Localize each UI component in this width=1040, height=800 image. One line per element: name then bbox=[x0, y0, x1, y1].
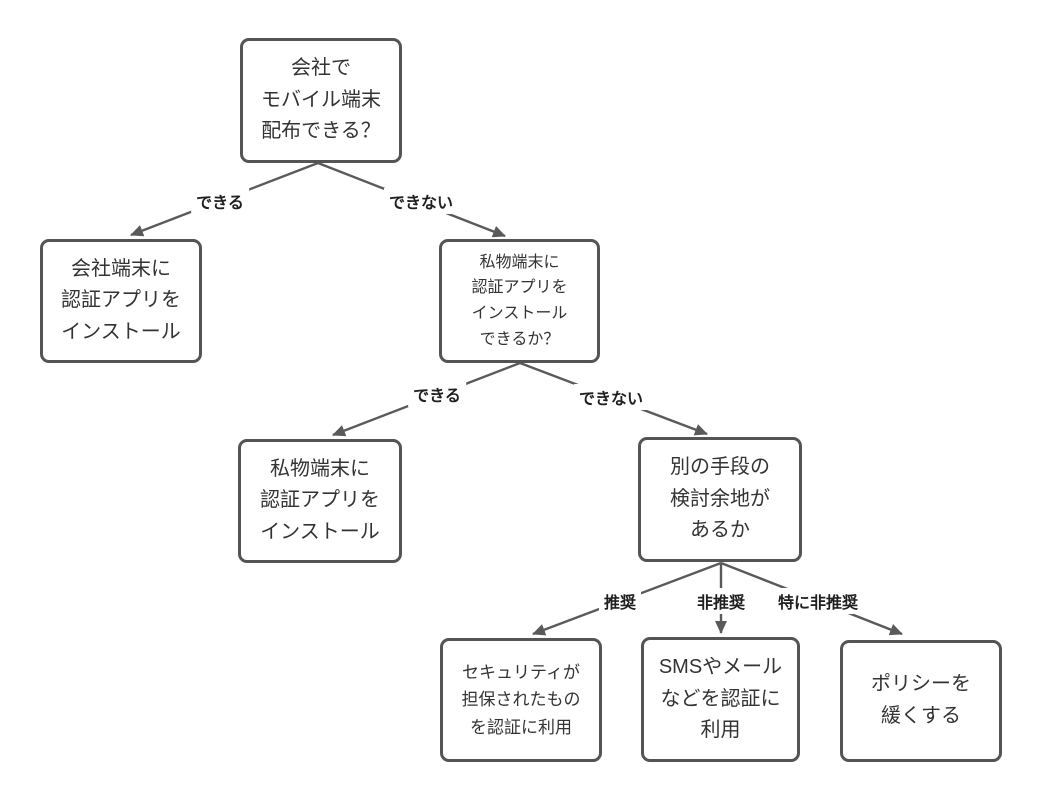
node-line: 認証アプリを bbox=[471, 279, 568, 297]
node-line: 緩くする bbox=[881, 705, 961, 727]
edge-label-not-recommended: 非推奨 bbox=[691, 588, 751, 614]
node-line: 別の手段の bbox=[670, 456, 770, 479]
node-line: 会社で bbox=[291, 57, 351, 80]
node-line: を認証に利用 bbox=[470, 717, 572, 737]
node-line: できるか？ bbox=[479, 330, 560, 348]
node-line: 会社端末に bbox=[71, 257, 171, 280]
node-line: SMSやメール bbox=[658, 656, 783, 679]
node-line: あるか bbox=[690, 519, 750, 542]
edge-label-personal-cannot: できない bbox=[573, 384, 649, 410]
node-line: インストール bbox=[61, 320, 181, 343]
node-line: 認証アプリを bbox=[260, 489, 380, 512]
node-can-install-on-personal-device: 私物端末に 認証アプリを インストール できるか？ bbox=[439, 239, 600, 363]
edge-label-root-cannot: できない bbox=[383, 188, 459, 214]
node-line: 利用 bbox=[700, 719, 741, 742]
node-install-on-personal-device: 私物端末に 認証アプリを インストール bbox=[238, 439, 402, 563]
node-line: 私物端末に bbox=[479, 253, 560, 271]
node-other-means-available: 別の手段の 検討余地が あるか bbox=[638, 437, 802, 562]
node-can-company-distribute: 会社で モバイル端末 配布できる？ bbox=[240, 38, 402, 163]
node-line: モバイル端末 bbox=[261, 88, 381, 111]
node-line: インストール bbox=[471, 305, 568, 322]
node-line: 担保されたもの bbox=[461, 690, 581, 710]
node-line: 検討余地が bbox=[670, 487, 770, 510]
node-line: ポリシーを bbox=[871, 673, 971, 696]
edge-label-recommended: 推奨 bbox=[598, 588, 642, 614]
node-use-secure-method: セキュリティが 担保されたもの を認証に利用 bbox=[440, 638, 602, 762]
edge-label-strongly-not-recommended: 特に非推奨 bbox=[772, 588, 864, 614]
node-line: セキュリティが bbox=[462, 662, 580, 682]
node-line: 認証アプリを bbox=[61, 289, 181, 312]
node-line: 私物端末に bbox=[270, 457, 370, 480]
node-use-sms-email: SMSやメール などを認証に 利用 bbox=[641, 637, 800, 762]
edge-label-personal-can: できる bbox=[408, 381, 466, 407]
edge-label-root-can: できる bbox=[191, 188, 249, 214]
node-line: 配布できる？ bbox=[261, 120, 381, 143]
node-line: インストール bbox=[260, 520, 380, 543]
node-loosen-policy: ポリシーを 緩くする bbox=[840, 640, 1002, 762]
node-install-on-company-device: 会社端末に 認証アプリを インストール bbox=[40, 239, 202, 363]
node-line: などを認証に bbox=[660, 687, 781, 710]
